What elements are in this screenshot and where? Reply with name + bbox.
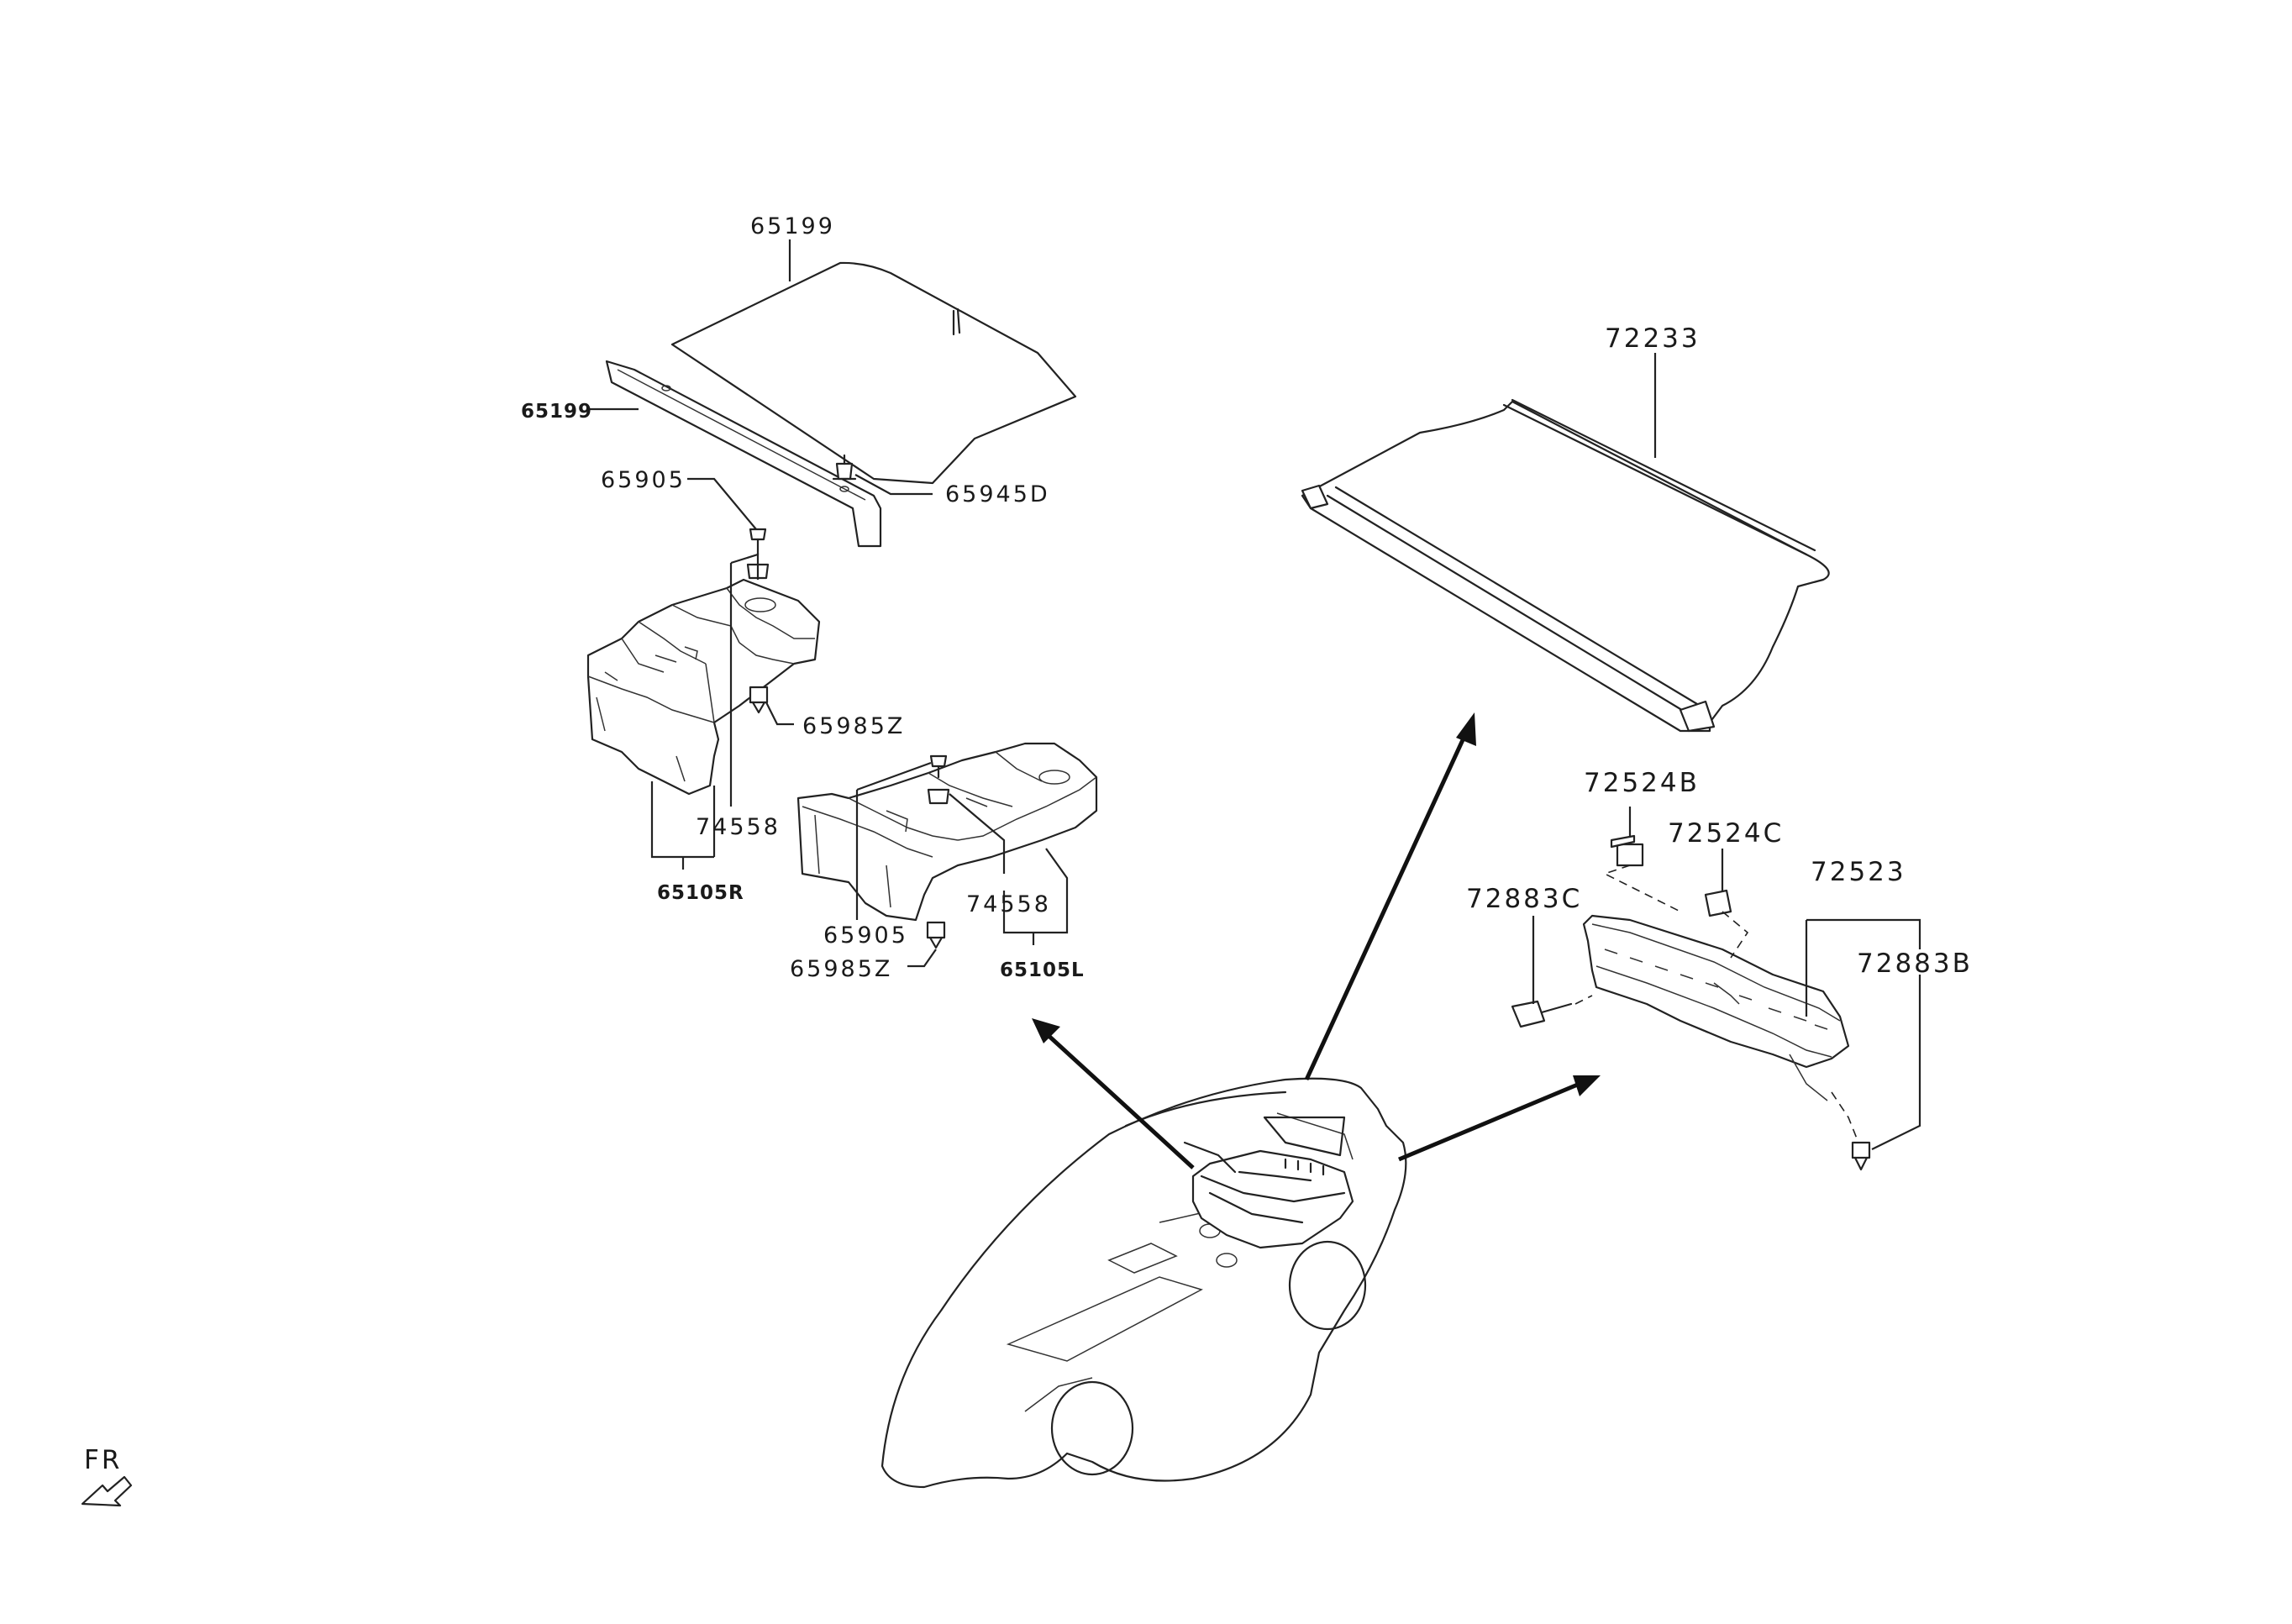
label-screw-right-box: 65905 bbox=[601, 467, 686, 493]
tonneau-cover-part bbox=[1301, 398, 1830, 733]
label-clip-72524b: 72524B bbox=[1584, 768, 1700, 798]
label-bracket-right-box: 74558 bbox=[696, 814, 781, 840]
front-direction-arrow-icon bbox=[81, 1475, 133, 1507]
floor-board-part bbox=[670, 261, 1077, 485]
label-clip-left-box: 65985Z bbox=[790, 956, 892, 982]
label-clip-72883c: 72883C bbox=[1466, 884, 1582, 914]
vehicle-outline bbox=[881, 1077, 1407, 1489]
label-box-right: 65105R bbox=[657, 882, 744, 904]
clip-right-box-part bbox=[749, 686, 769, 714]
leader-lines bbox=[588, 239, 1921, 1150]
label-clip-72883b: 72883B bbox=[1857, 949, 1973, 979]
label-bracket-left-box: 74558 bbox=[966, 891, 1051, 917]
vehicle-luggage-area bbox=[1183, 1116, 1354, 1249]
clip-left-box-part bbox=[926, 921, 946, 949]
label-clip-72524c: 72524C bbox=[1668, 818, 1784, 849]
front-direction-indicator: FR bbox=[81, 1445, 133, 1507]
label-board-clip: 65945D bbox=[945, 481, 1050, 507]
board-clip-part bbox=[832, 454, 857, 481]
label-clip-right-box: 65985Z bbox=[802, 713, 905, 739]
part-number-labels: 65199 65199 65945D 65905 65985Z 74558 65… bbox=[521, 213, 1973, 982]
label-trim-panel: 72523 bbox=[1811, 857, 1906, 887]
label-floor-board-lower: 65199 bbox=[521, 401, 592, 423]
floor-side-trim-part bbox=[605, 360, 882, 548]
storage-box-left-part bbox=[796, 742, 1098, 922]
label-screw-left-box: 65905 bbox=[823, 922, 908, 949]
storage-box-right-part bbox=[586, 578, 821, 796]
trim-panel-part bbox=[1582, 914, 1850, 1101]
label-floor-board-upper: 65199 bbox=[750, 213, 835, 239]
clip-72883c-part bbox=[1511, 1000, 1573, 1028]
screw-left-box-part bbox=[927, 754, 950, 805]
clip-72883b-part bbox=[1851, 1141, 1871, 1171]
callout-arrows bbox=[1032, 712, 1601, 1169]
label-box-left: 65105L bbox=[1000, 959, 1085, 981]
dashed-assembly-lines bbox=[1574, 865, 1858, 1139]
clip-72524b-part bbox=[1610, 834, 1644, 867]
front-indicator-label: FR bbox=[84, 1445, 122, 1475]
clip-72524c-part bbox=[1704, 889, 1732, 917]
label-tonneau-cover: 72233 bbox=[1605, 323, 1701, 354]
